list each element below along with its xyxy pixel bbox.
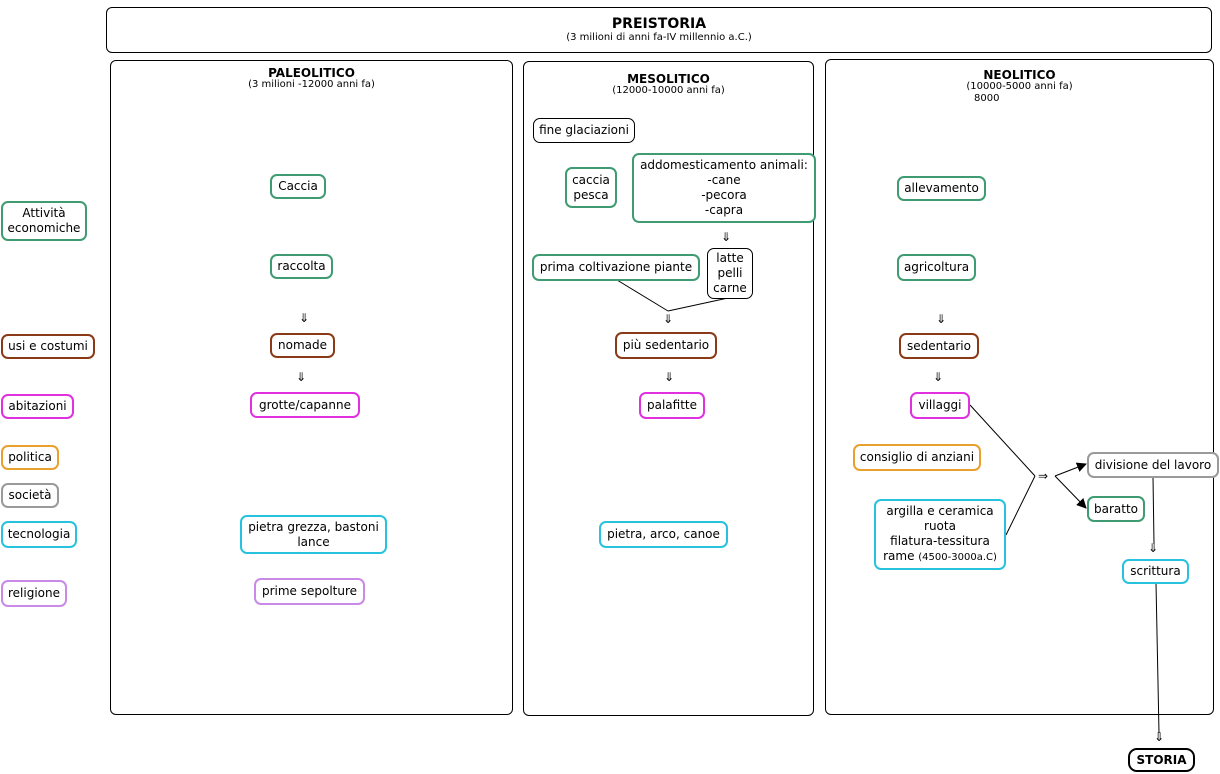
mesolitico-palafitte[interactable]: palafitte xyxy=(639,392,705,419)
neolitico-rame-line: rame (4500-3000a.C) xyxy=(883,549,997,565)
storia-arrow: ⇓ xyxy=(1154,730,1165,744)
link-coltivazione-sedentario xyxy=(616,279,669,312)
neolitico-argilla-text: argilla e ceramica ruota filatura-tessit… xyxy=(886,504,994,548)
link-to-baratto xyxy=(1054,475,1087,509)
category-politica[interactable]: politica xyxy=(1,445,59,470)
category-tecnologia[interactable]: tecnologia xyxy=(1,521,77,548)
neolitico-divisione-lavoro[interactable]: divisione del lavoro xyxy=(1087,452,1219,478)
mesolitico-title: MESOLITICO xyxy=(627,72,710,86)
paleolitico-pietra-grezza[interactable]: pietra grezza, bastoni lance xyxy=(240,515,387,554)
neolitico-arrow-3: ⇓ xyxy=(1148,541,1159,555)
mesolitico-fine-glaciazioni[interactable]: fine glaciazioni xyxy=(533,118,635,143)
paleolitico-nomade[interactable]: nomade xyxy=(270,333,335,358)
neolitico-consiglio-anziani[interactable]: consiglio di anziani xyxy=(853,444,981,471)
paleolitico-arrow-2: ⇓ xyxy=(296,370,307,384)
column-paleolitico: PALEOLITICO (3 milioni -12000 anni fa) xyxy=(110,60,513,715)
neolitico-argilla-ceramica[interactable]: argilla e ceramica ruota filatura-tessit… xyxy=(874,499,1006,570)
neolitico-allevamento[interactable]: allevamento xyxy=(897,176,986,201)
link-villaggi-junction xyxy=(969,404,1036,477)
neolitico-arrow-right: ⇒ xyxy=(1038,469,1049,483)
paleolitico-title: PALEOLITICO xyxy=(268,66,355,80)
mesolitico-piu-sedentario[interactable]: più sedentario xyxy=(615,332,717,359)
header-box: PREISTORIA (3 milioni di anni fa-IV mill… xyxy=(106,7,1212,53)
mesolitico-addomesticamento-animali[interactable]: addomesticamento animali: -cane -pecora … xyxy=(632,153,816,223)
neolitico-rame-date: (4500-3000a.C) xyxy=(918,552,997,563)
neolitico-villaggi[interactable]: villaggi xyxy=(910,392,970,419)
page-subtitle: (3 milioni di anni fa-IV millennio a.C.) xyxy=(566,32,752,43)
neolitico-title: NEOLITICO xyxy=(983,68,1056,82)
storia-node[interactable]: STORIA xyxy=(1128,748,1195,772)
page-title: PREISTORIA xyxy=(611,16,707,32)
neolitico-arrow-1: ⇓ xyxy=(936,312,947,326)
neolitico-subtitle-2: 8000 xyxy=(974,93,1000,104)
paleolitico-arrow-1: ⇓ xyxy=(299,311,310,325)
mesolitico-arrow-1: ⇓ xyxy=(721,230,732,244)
link-scrittura-storia xyxy=(1155,582,1160,734)
category-attivita-economiche[interactable]: Attività economiche xyxy=(1,201,87,241)
neolitico-scrittura[interactable]: scrittura xyxy=(1122,559,1189,584)
paleolitico-subtitle: (3 milioni -12000 anni fa) xyxy=(248,79,375,90)
category-abitazioni[interactable]: abitazioni xyxy=(1,394,74,419)
link-latte-sedentario xyxy=(667,297,729,312)
paleolitico-grotte-capanne[interactable]: grotte/capanne xyxy=(250,392,360,418)
neolitico-subtitle: (10000-5000 anni fa) xyxy=(966,81,1073,92)
neolitico-arrow-2: ⇓ xyxy=(933,370,944,384)
category-usi-e-costumi[interactable]: usi e costumi xyxy=(1,334,95,359)
link-to-divisione xyxy=(1054,462,1087,477)
link-argilla-junction xyxy=(1005,475,1036,536)
mesolitico-arrow-2: ⇓ xyxy=(663,312,674,326)
mesolitico-caccia-pesca[interactable]: caccia pesca xyxy=(565,167,617,208)
mesolitico-pietra-arco-canoe[interactable]: pietra, arco, canoe xyxy=(599,521,728,548)
neolitico-rame-text: rame xyxy=(883,549,915,563)
paleolitico-caccia[interactable]: Caccia xyxy=(270,174,326,199)
link-divisione-scrittura xyxy=(1152,476,1155,545)
category-religione[interactable]: religione xyxy=(1,580,67,607)
paleolitico-raccolta[interactable]: raccolta xyxy=(270,254,333,279)
neolitico-baratto[interactable]: baratto xyxy=(1087,496,1145,522)
column-neolitico: NEOLITICO (10000-5000 anni fa) 8000 xyxy=(825,59,1214,715)
mesolitico-arrow-3: ⇓ xyxy=(664,370,675,384)
paleolitico-prime-sepolture[interactable]: prime sepolture xyxy=(254,578,365,605)
mesolitico-subtitle: (12000-10000 anni fa) xyxy=(612,85,725,96)
mesolitico-prima-coltivazione[interactable]: prima coltivazione piante xyxy=(532,254,700,281)
mesolitico-latte-pelli-carne[interactable]: latte pelli carne xyxy=(707,248,753,299)
category-societa[interactable]: società xyxy=(1,483,59,508)
neolitico-sedentario[interactable]: sedentario xyxy=(899,333,979,359)
neolitico-agricoltura[interactable]: agricoltura xyxy=(897,254,976,281)
